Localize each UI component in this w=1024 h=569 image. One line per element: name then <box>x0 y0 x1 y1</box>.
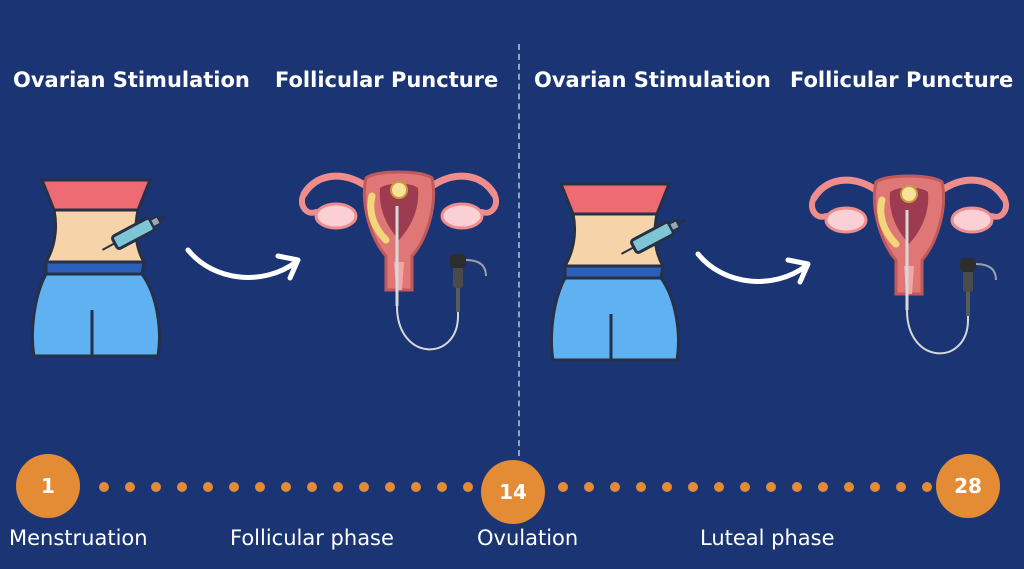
timeline-dot <box>385 482 395 492</box>
timeline-dot <box>125 482 135 492</box>
timeline-dot <box>558 482 568 492</box>
uterus-ultrasound-icon <box>808 174 1010 355</box>
timeline-dot <box>922 482 932 492</box>
cycle-divider <box>518 44 520 456</box>
timeline-dot <box>766 482 776 492</box>
timeline-dot <box>333 482 343 492</box>
timeline-dot <box>844 482 854 492</box>
timeline-node-day-1: 1 <box>16 454 80 518</box>
timeline-dot <box>437 482 447 492</box>
timeline-dot <box>584 482 594 492</box>
timeline-dot <box>177 482 187 492</box>
timeline-dot <box>359 482 369 492</box>
timeline-dot <box>255 482 265 492</box>
timeline-dot <box>411 482 421 492</box>
heading-ovarian-stimulation: Ovarian Stimulation <box>13 68 250 92</box>
timeline-dot <box>740 482 750 492</box>
timeline-dot <box>463 482 473 492</box>
heading-follicular-puncture: Follicular Puncture <box>790 68 1014 92</box>
curved-arrow-icon <box>185 247 301 281</box>
heading-follicular-puncture: Follicular Puncture <box>275 68 499 92</box>
abdomen-injection-icon <box>31 178 167 358</box>
uterus-ultrasound-icon <box>298 170 500 351</box>
timeline-dot <box>636 482 646 492</box>
timeline-node-day-28: 28 <box>936 454 1000 518</box>
label-luteal-phase: Luteal phase <box>700 526 835 550</box>
timeline-dot <box>896 482 906 492</box>
timeline-dot <box>151 482 161 492</box>
heading-ovarian-stimulation: Ovarian Stimulation <box>534 68 771 92</box>
timeline-dot <box>792 482 802 492</box>
curved-arrow-icon <box>695 251 811 285</box>
timeline-dot <box>307 482 317 492</box>
timeline-dot <box>99 482 109 492</box>
timeline-dot <box>281 482 291 492</box>
timeline-dot <box>714 482 724 492</box>
timeline-node-day-14: 14 <box>481 460 545 524</box>
timeline-dot <box>662 482 672 492</box>
timeline-dot <box>610 482 620 492</box>
label-menstruation: Menstruation <box>9 526 148 550</box>
abdomen-injection-icon <box>550 182 686 362</box>
label-follicular-phase: Follicular phase <box>230 526 394 550</box>
timeline-dot <box>870 482 880 492</box>
timeline-dot <box>688 482 698 492</box>
label-ovulation: Ovulation <box>477 526 579 550</box>
timeline-dot <box>229 482 239 492</box>
timeline-dot <box>203 482 213 492</box>
timeline-dot <box>818 482 828 492</box>
